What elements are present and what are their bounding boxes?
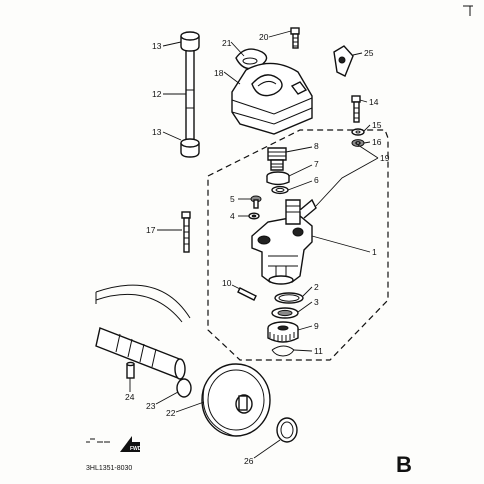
plug-8 <box>267 147 287 171</box>
scan-noise-mark <box>86 438 110 443</box>
callout-11: 11 <box>314 346 323 356</box>
fwd-label: FWD <box>130 446 142 452</box>
pin-10 <box>237 287 257 301</box>
drawing-code: 3HL1351-8030 <box>86 465 132 472</box>
circlip-11 <box>271 345 295 357</box>
spacer-7 <box>266 171 290 186</box>
callout-1: 1 <box>372 247 377 257</box>
callout-26: 26 <box>244 456 254 466</box>
callout-15: 15 <box>372 120 382 130</box>
callout-12: 12 <box>152 89 162 99</box>
callout-2: 2 <box>314 282 319 292</box>
fwd-arrow-icon: FWD <box>120 436 142 452</box>
clip-bracket <box>333 45 354 77</box>
drum-22 <box>201 363 271 437</box>
callout-25: 25 <box>364 48 374 58</box>
callout-3: 3 <box>314 297 319 307</box>
bolt-20 <box>290 27 300 49</box>
washer-3 <box>271 307 299 319</box>
callout-5: 5 <box>230 194 235 204</box>
callout-9: 9 <box>314 321 319 331</box>
o-ring-6 <box>271 185 289 195</box>
collar-bottom <box>180 138 200 158</box>
callout-7: 7 <box>314 159 319 169</box>
callout-17: 17 <box>146 225 156 235</box>
callout-19: 19 <box>380 153 390 163</box>
drive-shaft <box>95 327 186 380</box>
stud-bolt <box>185 49 195 143</box>
crank-wheel <box>95 284 191 323</box>
callout-13-top: 13 <box>152 41 162 51</box>
callout-21: 21 <box>222 38 232 48</box>
gear-9 <box>267 321 299 343</box>
pump-cover <box>231 62 313 135</box>
leader-lines <box>129 30 379 459</box>
pump-body <box>251 198 317 285</box>
callout-23: 23 <box>146 401 156 411</box>
callout-labels: 13 21 20 25 18 12 14 15 16 13 8 7 19 6 5… <box>125 32 390 466</box>
callout-20: 20 <box>259 32 269 42</box>
assembly-boundary <box>207 129 389 361</box>
callout-14: 14 <box>369 97 379 107</box>
callout-4: 4 <box>230 211 235 221</box>
callout-18: 18 <box>214 68 224 78</box>
callout-22: 22 <box>166 408 176 418</box>
callout-8: 8 <box>314 141 319 151</box>
callout-16: 16 <box>372 137 382 147</box>
gasket-small <box>235 48 268 70</box>
circlip-26 <box>276 417 298 443</box>
dowel-24 <box>126 361 135 379</box>
callout-13-bottom: 13 <box>152 127 162 137</box>
callout-6: 6 <box>314 175 319 185</box>
corner-mark <box>463 5 473 16</box>
collar-top <box>180 31 200 52</box>
washer-15 <box>351 128 365 136</box>
o-ring-23 <box>176 378 192 398</box>
washer-4 <box>248 212 260 220</box>
callout-24: 24 <box>125 392 135 402</box>
section-letter: B <box>396 452 412 477</box>
callout-10: 10 <box>222 278 232 288</box>
o-ring-2 <box>274 292 304 304</box>
screw-5 <box>250 195 262 209</box>
bolt-17 <box>181 211 191 253</box>
bolt-14 <box>351 95 361 123</box>
